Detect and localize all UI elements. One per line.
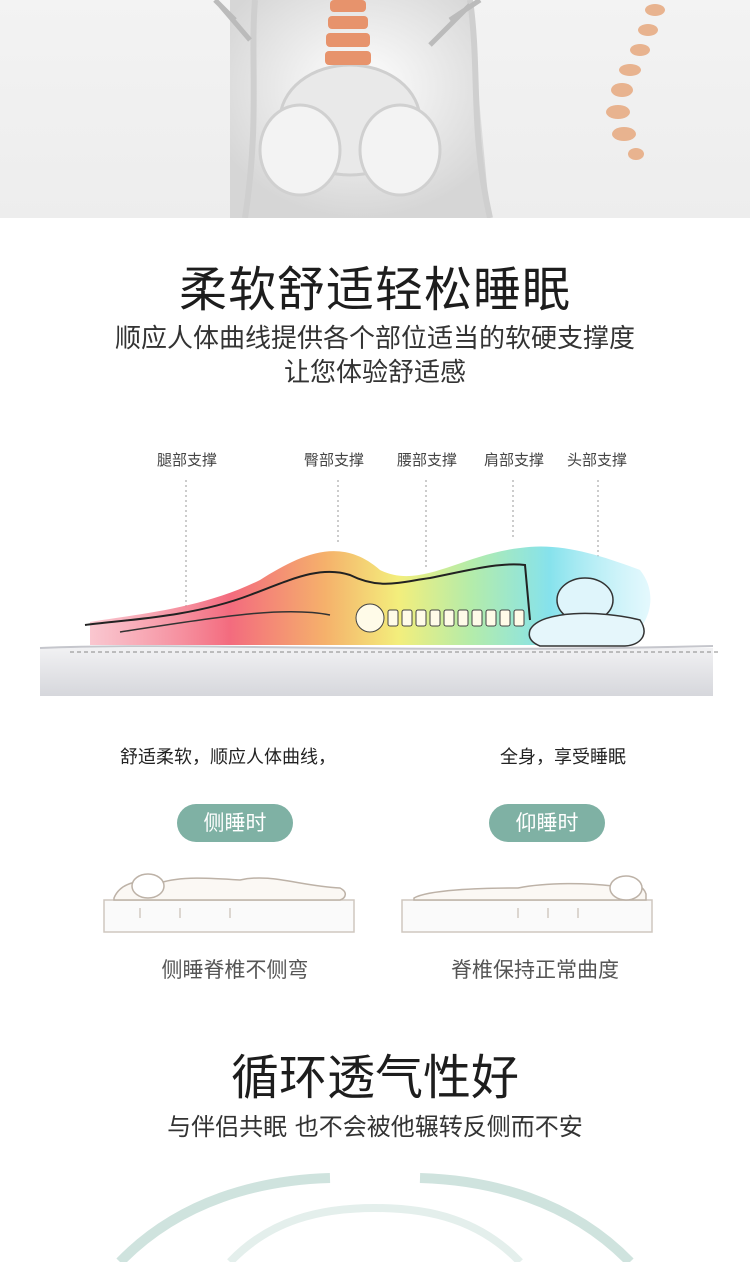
label-head-support: 头部支撑 [567, 451, 628, 469]
section-title-comfort: 柔软舒适轻松睡眠 [178, 262, 571, 318]
label-shoulder-support: 肩部支撑 [484, 451, 545, 469]
skeleton-illustration [213, 0, 665, 218]
label-hip-support: 臀部支撑 [304, 451, 365, 469]
body-support-illustration [39, 480, 720, 696]
side-sleep-description: 侧睡脊椎不侧弯 [161, 958, 309, 982]
caption-left: 舒适柔软，顺应人体曲线， [120, 747, 336, 768]
label-waist-support: 腰部支撑 [397, 451, 458, 469]
caption-right: 全身，享受睡眠 [500, 747, 626, 768]
label-leg-support: 腿部支撑 [157, 451, 218, 469]
side-sleep-badge: 侧睡时 [177, 804, 293, 842]
subtitle-line-1: 顺应人体曲线提供各个部位适当的软硬支撑度 [114, 324, 635, 354]
section-subtitle-comfort: 顺应人体曲线提供各个部位适当的软硬支撑度 让您体验舒适感 [0, 322, 750, 390]
back-sleep-badge: 仰睡时 [489, 804, 605, 842]
airflow-arcs-decoration [116, 1173, 634, 1262]
side-sleep-illustration [103, 873, 355, 933]
back-sleep-illustration [401, 875, 653, 933]
subtitle-line-2: 让您体验舒适感 [283, 358, 466, 388]
back-sleep-description: 脊椎保持正常曲度 [451, 958, 619, 982]
section-title-breathable: 循环透气性好 [230, 1050, 519, 1106]
hero-image [0, 0, 750, 218]
section-subtitle-breathable: 与伴侣共眠 也不会被他辗转反侧而不安 [167, 1113, 583, 1141]
